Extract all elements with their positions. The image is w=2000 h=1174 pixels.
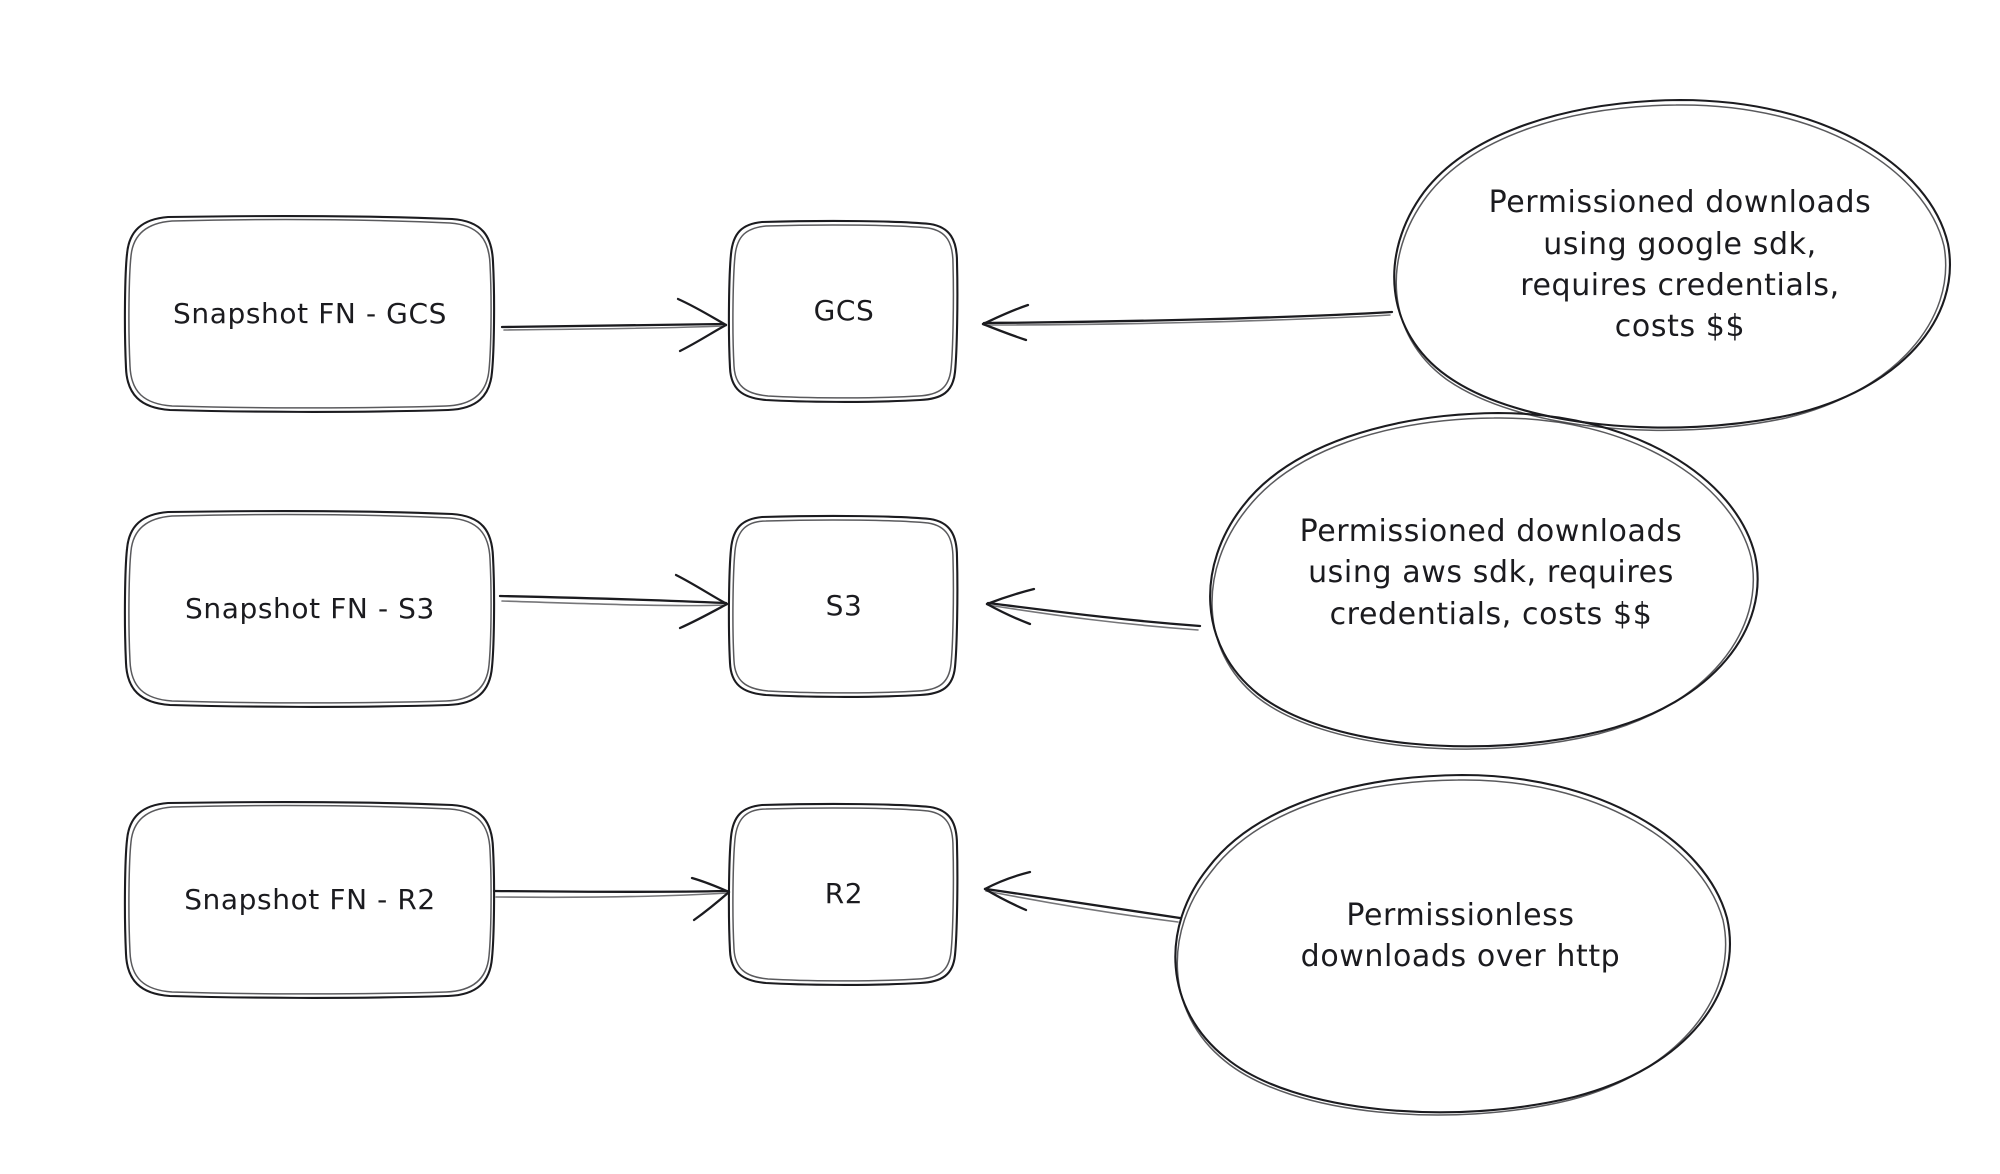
source-box-1[interactable] — [123, 214, 496, 413]
target-box-2[interactable] — [727, 514, 959, 698]
source-box-2[interactable] — [123, 509, 496, 708]
arrow-source-to-target-1 — [500, 297, 728, 353]
arrow-note-to-target-2 — [985, 587, 1202, 631]
source-box-3[interactable] — [123, 800, 496, 999]
arrow-source-to-target-2 — [498, 573, 729, 630]
target-box-3[interactable] — [727, 802, 959, 986]
note-ellipse-1[interactable] — [1393, 98, 1951, 432]
note-ellipse-2[interactable] — [1209, 411, 1759, 750]
target-box-1[interactable] — [727, 219, 959, 403]
note-ellipse-3[interactable] — [1174, 773, 1732, 1116]
arrow-note-to-target-3 — [983, 870, 1182, 923]
arrow-source-to-target-3 — [492, 876, 731, 922]
arrow-note-to-target-1 — [981, 303, 1394, 342]
